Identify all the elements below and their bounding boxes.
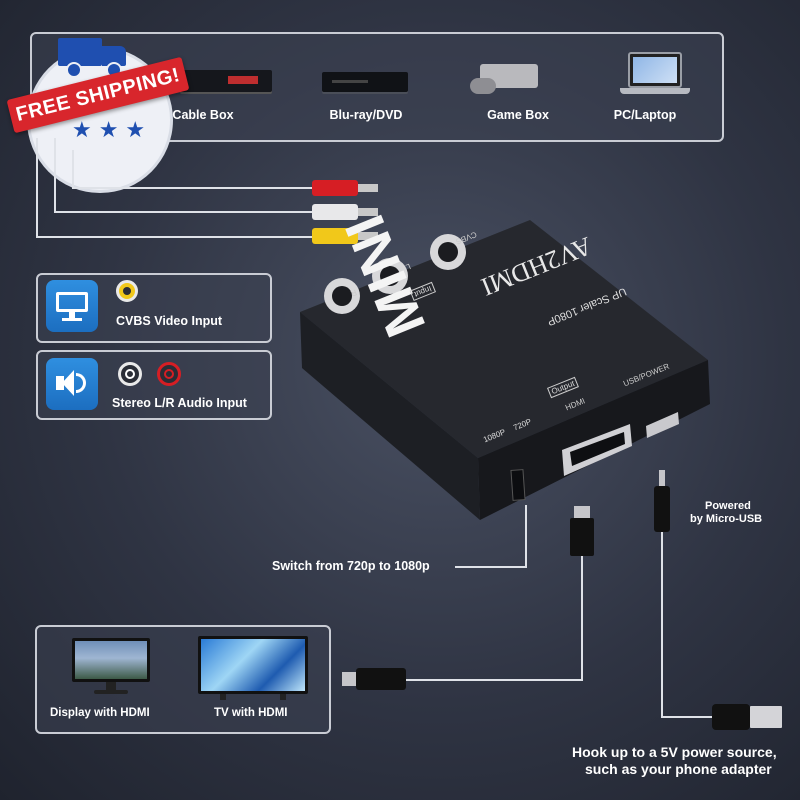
source-label: PC/Laptop	[613, 108, 677, 122]
tv-icon	[198, 636, 308, 700]
hookup-callout-line1: Hook up to a 5V power source,	[572, 744, 777, 760]
monitor-icon-box	[46, 280, 98, 332]
output-label: Display with HDMI	[50, 707, 150, 719]
switch-callout-text: Switch from 720p to 1080p	[272, 559, 430, 573]
hookup-callout-line2: such as your phone adapter	[585, 761, 772, 777]
source-label: Cable Box	[172, 108, 234, 122]
rating-stars: ★ ★ ★	[72, 118, 146, 143]
rca-cable-line	[36, 236, 314, 238]
usb-cable-line	[661, 532, 663, 718]
rca-cable-line	[72, 187, 314, 189]
laptop-icon	[620, 52, 690, 98]
rca-cable-line	[72, 150, 74, 188]
cable-box-icon	[180, 70, 272, 92]
hdmi-plug-icon	[570, 506, 594, 556]
hdmi-cable-line	[404, 679, 583, 681]
rca-plug-red	[312, 180, 378, 196]
yellow-rca-port-icon	[116, 280, 138, 302]
audio-input-label: Stereo L/R Audio Input	[112, 396, 247, 410]
delivery-truck-icon	[58, 38, 132, 78]
speaker-icon	[56, 376, 64, 390]
switch-callout-line	[455, 566, 527, 568]
output-label: TV with HDMI	[214, 707, 288, 719]
av2hdmi-converter-device	[300, 220, 710, 520]
video-input-label: CVBS Video Input	[116, 314, 223, 328]
usb-a-plug-icon	[712, 702, 782, 732]
white-rca-port-icon	[118, 362, 142, 386]
source-label: Blu-ray/DVD	[329, 108, 403, 122]
source-label: Game Box	[487, 108, 549, 122]
micro-usb-plug-icon	[654, 470, 670, 532]
game-console-icon	[470, 62, 540, 94]
hdmi-cable-line	[581, 556, 583, 680]
rca-cable-line	[54, 138, 56, 212]
rca-plug-yellow	[312, 228, 378, 244]
hdmi-plug-output-icon	[342, 666, 406, 692]
monitor-icon	[56, 292, 88, 312]
powered-callout-line1: Powered	[705, 500, 751, 512]
powered-callout-line2: by Micro-USB	[690, 513, 763, 525]
rca-cable-line	[54, 211, 314, 213]
desktop-display-icon	[72, 638, 150, 696]
usb-cable-line	[661, 716, 721, 718]
red-rca-port-icon	[157, 362, 181, 386]
bluray-player-icon	[322, 72, 408, 92]
rca-plug-white	[312, 204, 378, 220]
switch-callout-line	[525, 505, 527, 567]
speaker-icon-box	[46, 358, 98, 410]
rca-cable-line	[36, 138, 38, 238]
